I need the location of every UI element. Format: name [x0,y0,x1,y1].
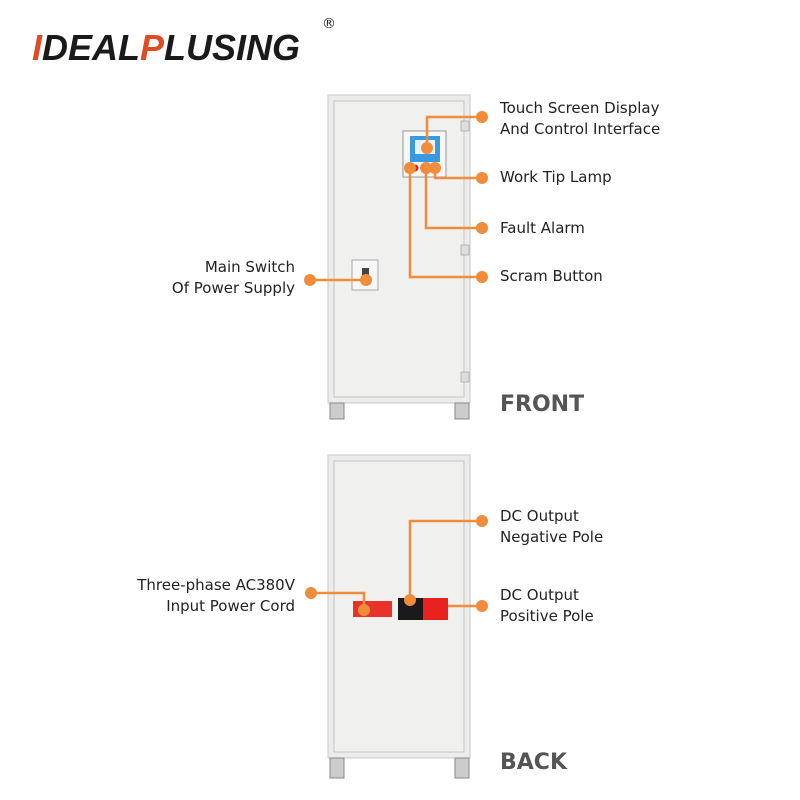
scram-button-label: Scram Button [500,267,603,285]
fault-alarm-label: Fault Alarm [500,219,585,237]
negative-terminal [398,598,423,620]
callout-dots [304,111,488,616]
positive-terminal [423,598,448,620]
work-tip-lamp-label: Work Tip Lamp [500,168,612,186]
front-cabinet [327,94,471,420]
brand-logo-part3: ING [236,27,301,68]
front-title: FRONT [500,392,585,417]
back-cabinet [327,454,471,779]
brand-logo-part2: PLUS [140,27,237,68]
brand-logo-part1: IDEAL [32,27,141,68]
registered-mark: ® [322,16,336,32]
back-title: BACK [500,750,567,775]
brand-logo: IDEALPLUSING [32,28,300,68]
